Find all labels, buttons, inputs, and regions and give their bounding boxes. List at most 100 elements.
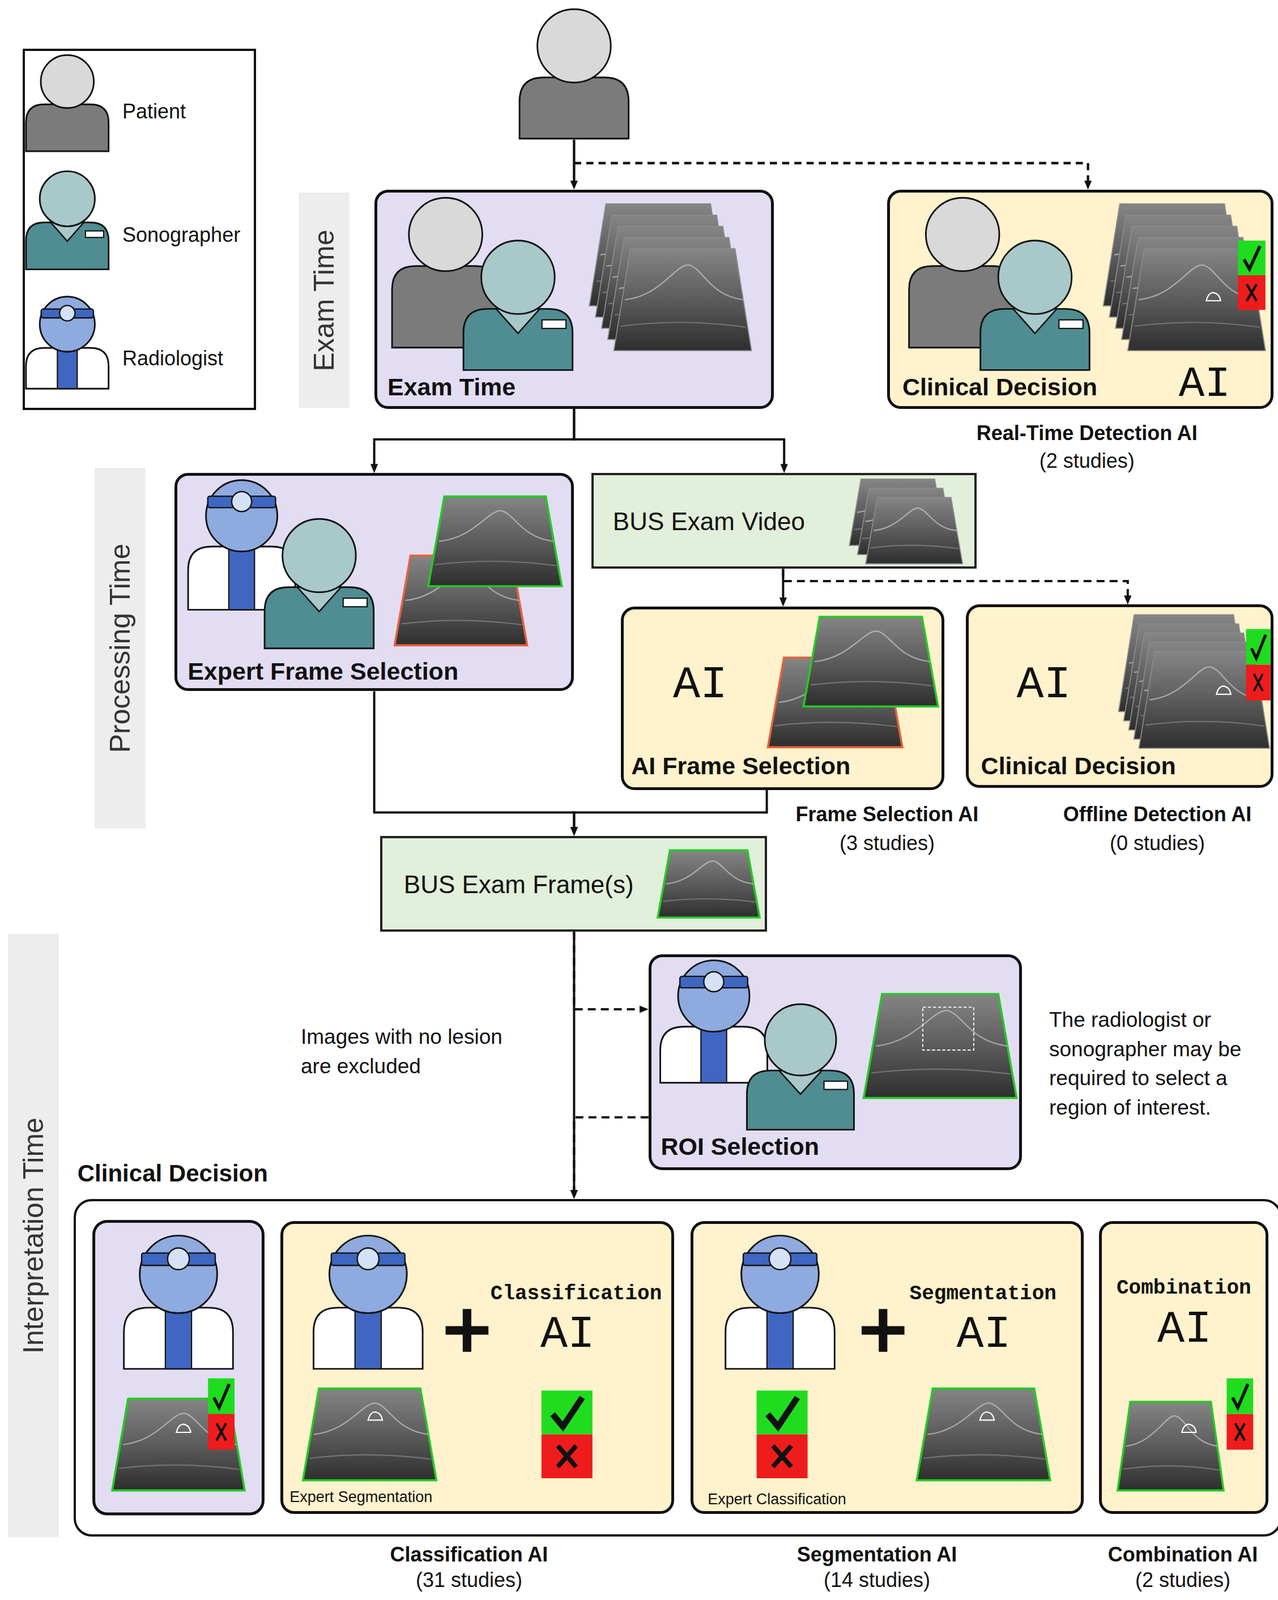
icon-head-band [679,976,748,988]
ai-label: AI [672,662,728,709]
tissue-line [620,322,747,328]
tissue-line [313,1403,429,1435]
icon-body [980,308,1090,370]
decision-icon [541,1390,593,1479]
ultrasound-frame [1103,203,1242,306]
radiologist-icon [124,1236,234,1370]
text-holder: Clinical Decision [981,752,1177,781]
ai-step-box: AIClinical DecisionOffline Detection AI(… [965,604,1275,788]
icon-body [26,347,109,389]
illustration [26,9,1271,1515]
note-text: Images with no lesion are excluded [300,1022,528,1082]
sonographer-icon [463,240,573,371]
frame-image [767,657,903,748]
ultrasound-frame [614,248,752,351]
icon-head [206,480,278,552]
study-count: (14 studies) [823,1569,931,1592]
ultrasound-frame [1115,226,1254,329]
tissue-line [857,490,941,513]
tissue-line [774,722,897,727]
accept-mark [1237,240,1266,276]
icon-body [313,1308,424,1370]
radiologist-panel [94,1221,264,1515]
icon-badge [85,231,104,238]
tissue-line [871,1069,1011,1075]
tissue-line [1122,1466,1220,1471]
study-count: (0 studies) [1109,832,1205,855]
text-holder: (0 studies) [930,832,1278,855]
legend-entry: Sonographer [122,223,241,247]
lesion-outline [980,1412,995,1421]
cross-symbol [216,1423,227,1441]
legend-entry: Radiologist [122,346,224,370]
tissue-line [873,508,957,531]
box-heading: ROI Selection [660,1132,820,1161]
icon-head-band [207,496,276,508]
text-holder: Frame Selection AI [660,803,1114,826]
icon-coat-stripe [228,546,255,611]
frame-image [657,850,760,918]
icon-coat-stripe [700,1027,727,1084]
icon-collar [496,308,540,334]
roi-box [922,1007,974,1051]
ultrasound-frame [1121,237,1260,340]
tissue-line [778,671,894,703]
note-holder: The radiologist or sonographer may be re… [1049,1005,1272,1123]
icon-head [998,240,1072,315]
manual-step-box: Exam Time [374,189,775,410]
icon-collar [778,1070,822,1095]
text-holder: Combination [1116,1276,1252,1301]
check-symbol [1232,1384,1248,1409]
plus-bar [861,1326,905,1335]
icon-body [747,1070,855,1130]
box-heading: Expert Frame Selection [187,657,459,686]
tissue-line [870,545,960,549]
legend-entry: Patient [122,99,186,123]
tissue-line [608,300,734,306]
icon-head-mirror [59,305,75,321]
icon-badge [824,1081,849,1090]
study-count: (2 studies) [1039,449,1135,473]
radiologist-icon [660,960,768,1084]
reject-mark [1237,275,1266,310]
box-heading: Clinical Decision [981,752,1177,781]
icon-head-mirror [703,972,724,992]
reject-mark [1246,665,1271,701]
icon-body [188,546,296,611]
reject-mark [756,1434,808,1479]
tissue-line [309,1455,432,1460]
icon-head [40,54,95,109]
flow-connector [374,409,575,469]
data-box: BUS Exam Video [591,473,977,569]
icon-head [282,518,357,593]
reject-mark [541,1434,593,1479]
icon-badge [542,320,566,329]
ultrasound-frame [1109,215,1247,318]
box-heading: Exam Time [387,373,516,402]
icon-collar [297,587,342,612]
icon-body [909,266,1017,348]
text-holder: ROI Selection [660,1132,820,1161]
tissue-line [600,220,719,255]
tissue-line [118,1465,240,1471]
text-holder: Segmentation [909,1282,1057,1306]
lesion-outline [368,1412,383,1421]
tissue-line [1122,300,1248,306]
tissue-line [1120,231,1239,266]
frame-image [865,497,963,564]
ultrasound-frame [601,226,740,329]
icon-coat-stripe [767,1308,794,1370]
frame-image [1123,624,1255,722]
tissue-line [865,499,949,522]
tissue-line [1116,288,1242,295]
text-holder: BUS Exam Frame(s) [403,870,634,900]
text-holder: BUS Exam Video [612,507,805,537]
manual-step-box: ROI Selection [648,954,1022,1171]
icon-coat-stripe [355,1308,382,1370]
frame-image [1109,215,1247,318]
cross-symbol [772,1446,791,1468]
check-symbol [1251,635,1266,659]
icon-head [925,197,1000,272]
ai-step-box: SegmentationAIExpert ClassificationSegme… [690,1221,1085,1515]
tissue-line [401,620,522,625]
